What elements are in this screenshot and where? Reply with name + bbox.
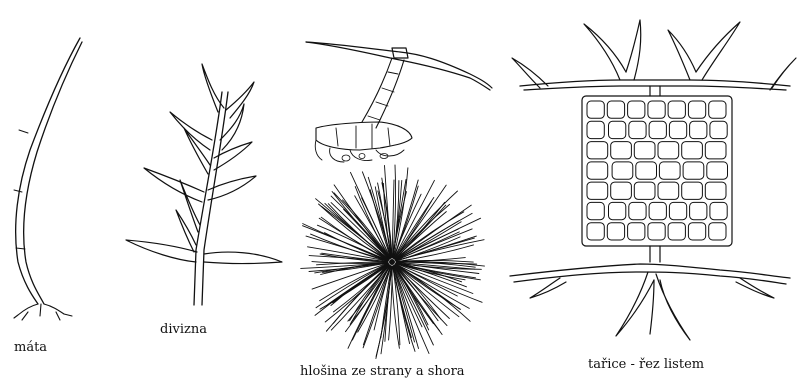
- leaf-cell: [628, 101, 645, 118]
- leaf-cell: [658, 142, 679, 159]
- leaf-cell: [705, 182, 726, 199]
- leaf-cell: [587, 142, 608, 159]
- leaf-cell: [649, 121, 666, 138]
- leaf-cell: [682, 142, 703, 159]
- leaf-cell: [634, 182, 655, 199]
- leaf-cell: [690, 202, 707, 219]
- hlosina-top-view-drawing: [301, 165, 485, 359]
- caption-hlosina: hlošina ze strany a shora: [300, 364, 465, 379]
- leaf-cell: [688, 223, 705, 240]
- leaf-cell: [648, 101, 665, 118]
- divizna-trichome-drawing: [126, 64, 282, 305]
- leaf-cell: [710, 202, 727, 219]
- leaf-cell: [611, 142, 632, 159]
- leaf-cell: [649, 202, 666, 219]
- leaf-cell: [636, 162, 657, 179]
- leaf-cells-grid: [587, 101, 728, 240]
- mata-trichome-drawing: [14, 38, 82, 320]
- caption-tarice: tařice - řez listem: [588, 357, 704, 372]
- leaf-cell: [587, 223, 604, 240]
- leaf-cell: [683, 162, 704, 179]
- leaf-cell: [648, 223, 665, 240]
- leaf-cell: [709, 223, 726, 240]
- leaf-cell: [587, 162, 608, 179]
- leaf-cell: [629, 121, 646, 138]
- leaf-cell: [669, 121, 686, 138]
- leaf-cell: [705, 142, 726, 159]
- caption-divizna: divizna: [160, 322, 207, 337]
- leaf-cell: [611, 182, 632, 199]
- leaf-cell: [587, 121, 604, 138]
- leaf-cell: [690, 121, 707, 138]
- leaf-cell: [587, 202, 604, 219]
- leaf-cell: [658, 182, 679, 199]
- scale-ray: [395, 264, 482, 302]
- leaf-cell: [587, 182, 608, 199]
- leaf-cell: [669, 202, 686, 219]
- scale-center: [389, 259, 395, 265]
- leaf-cell: [707, 162, 728, 179]
- hlosina-side-view-drawing: [306, 42, 492, 162]
- leaf-cell: [709, 101, 726, 118]
- leaf-cell: [688, 101, 705, 118]
- leaf-cell: [607, 101, 624, 118]
- leaf-cell: [629, 202, 646, 219]
- leaf-cell: [682, 182, 703, 199]
- leaf-cell: [609, 202, 626, 219]
- leaf-cell: [659, 162, 680, 179]
- leaf-cell: [634, 142, 655, 159]
- caption-mata: máta: [14, 340, 47, 355]
- leaf-cell: [668, 223, 685, 240]
- leaf-cell: [668, 101, 685, 118]
- tarice-leaf-section-drawing: [510, 20, 796, 340]
- leaf-cell: [710, 121, 727, 138]
- leaf-cell: [628, 223, 645, 240]
- leaf-cell: [612, 162, 633, 179]
- leaf-cell: [587, 101, 604, 118]
- leaf-cell: [609, 121, 626, 138]
- leaf-cell: [607, 223, 624, 240]
